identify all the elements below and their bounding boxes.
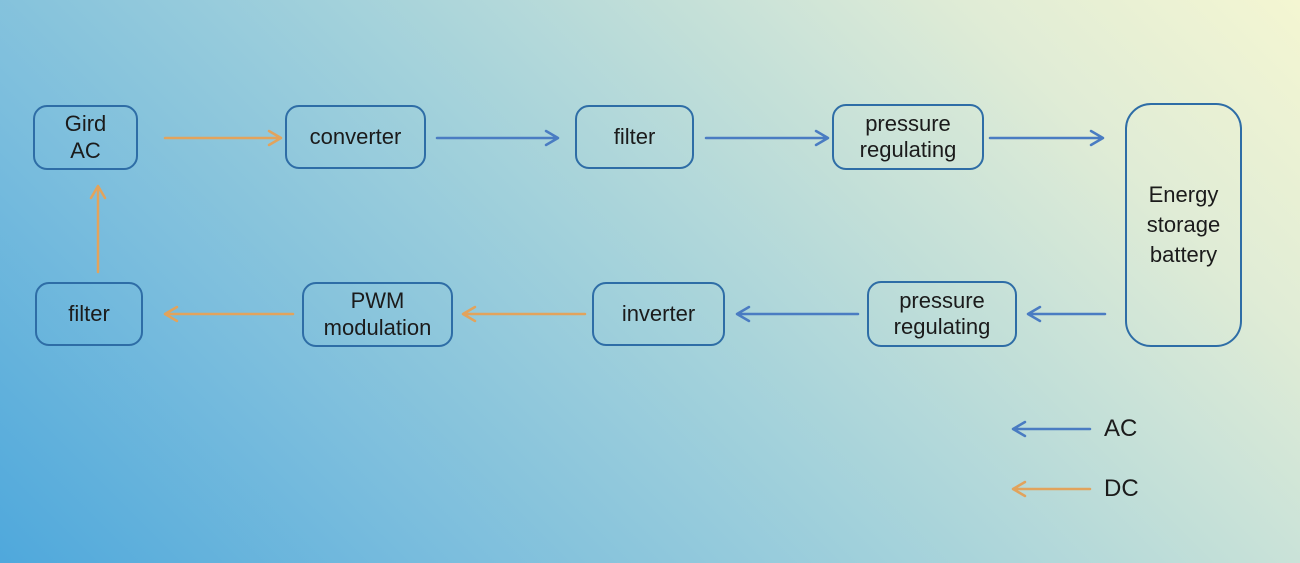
arrow-grid-ac-to-converter	[163, 129, 283, 147]
node-filter-top: filter	[575, 105, 694, 169]
arrow-pressure-regulating-to-inverter	[735, 305, 860, 323]
arrow-filter-to-pressure-regulating	[704, 129, 830, 147]
arrow-converter-to-filter	[435, 129, 560, 147]
arrow-pressure-regulating-to-battery	[988, 129, 1105, 147]
legend-dc-arrow-icon	[1011, 480, 1092, 498]
node-grid-ac: Gird AC	[33, 105, 138, 170]
node-inverter: inverter	[592, 282, 725, 346]
node-converter: converter	[285, 105, 426, 169]
arrow-inverter-to-pwm-modulation	[461, 305, 587, 323]
node-filter-bottom: filter	[35, 282, 143, 346]
legend-dc-label: DC	[1104, 475, 1139, 502]
arrow-battery-to-pressure-regulating	[1026, 305, 1107, 323]
node-pwm-modulation: PWM modulation	[302, 282, 453, 347]
node-pressure-regulating-bottom: pressure regulating	[867, 281, 1017, 347]
node-pressure-regulating-top: pressure regulating	[832, 104, 984, 170]
arrow-filter-to-grid-ac	[89, 184, 107, 274]
legend-ac-arrow-icon	[1011, 420, 1092, 438]
legend-ac-label: AC	[1104, 415, 1138, 442]
arrow-pwm-modulation-to-filter	[163, 305, 295, 323]
node-energy-storage-battery: Energy storage battery	[1125, 103, 1242, 347]
